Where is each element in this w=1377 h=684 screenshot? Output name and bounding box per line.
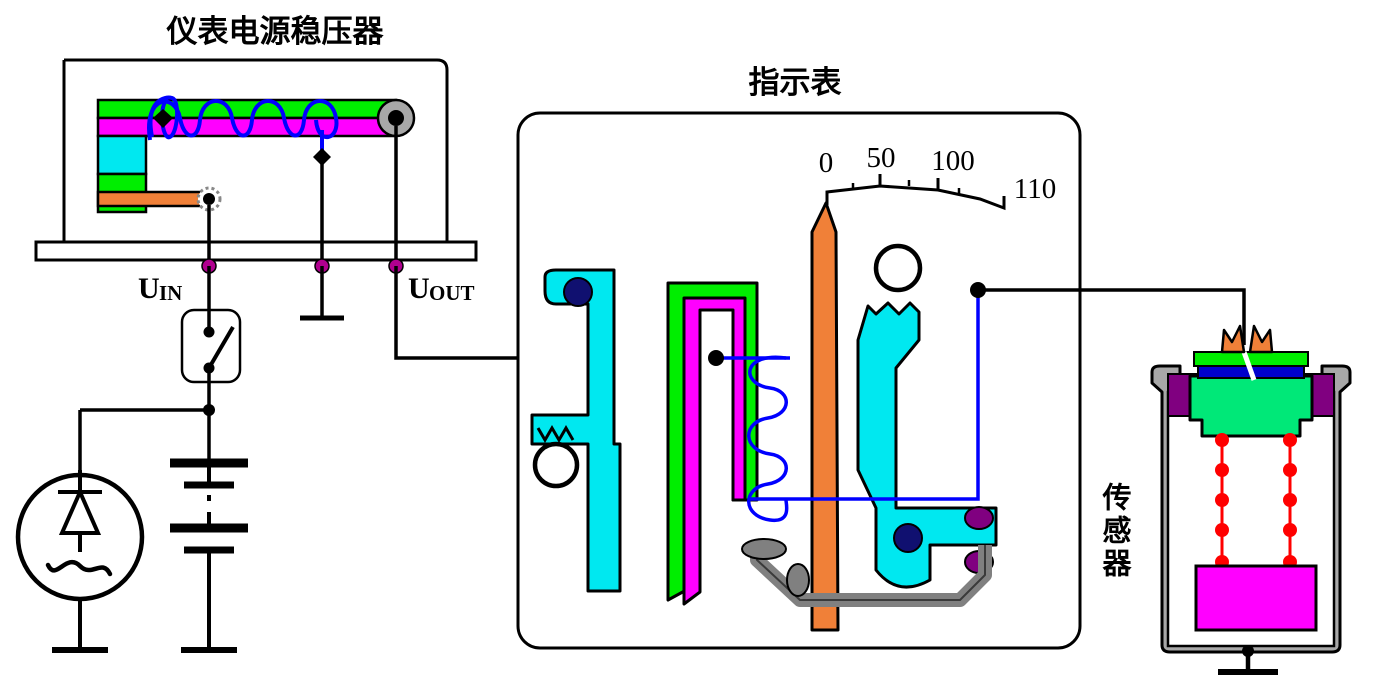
sensor-diaphragm-gap <box>1241 351 1257 381</box>
gauge-rail-stud <box>786 563 810 597</box>
regulator-contact-diamond <box>153 109 173 128</box>
uout-label-sub: OUT <box>429 281 475 305</box>
gauge-heating-coil <box>747 355 789 522</box>
regulator-base-plate <box>34 240 478 262</box>
scale-tick-0: 0 <box>819 147 834 179</box>
uout-label: U OUT <box>408 272 475 305</box>
switch-blade[interactable] <box>207 325 235 370</box>
center-lead-diamond <box>313 148 331 166</box>
uin-label-main: U <box>138 272 160 305</box>
switch-body[interactable] <box>180 308 242 384</box>
wire-gauge-to-sensor <box>978 288 1246 345</box>
bimetal-green-layer <box>96 98 398 120</box>
uin-label: U IN <box>138 272 182 305</box>
uin-label-sub: IN <box>159 281 182 305</box>
scale-tick-50: 50 <box>867 142 896 174</box>
gauge-bimetal-magenta <box>682 296 747 606</box>
sensor-contact-left <box>1220 324 1246 354</box>
gauge-right-spring-loop <box>873 243 923 293</box>
battery-symbol <box>170 458 248 554</box>
gauge-rail-pad <box>741 538 787 560</box>
gauge-title: 指示表 <box>749 65 842 101</box>
scale-tick-100: 100 <box>931 145 975 177</box>
gauge-left-lever <box>530 268 622 593</box>
generator-ac-waveform <box>45 559 113 577</box>
uout-label-main: U <box>408 272 430 305</box>
regulator-right-pivot-center <box>388 110 404 126</box>
gauge-bushing-top <box>964 506 994 530</box>
gauge-left-spring-teeth <box>536 425 575 443</box>
sensor-magenta-block <box>1194 564 1318 632</box>
gauge-right-arm <box>856 301 998 589</box>
sensor-contact-right <box>1248 324 1274 354</box>
regulator-title: 仪表电源稳压器 <box>166 14 385 50</box>
gauge-scale <box>825 174 1006 211</box>
gauge-right-pivot <box>893 523 923 553</box>
switch-contact-top <box>203 326 215 338</box>
regulator-orange-arm <box>96 190 210 208</box>
sensor-title: 传感器 <box>1098 482 1133 581</box>
gauge-left-spring-loop <box>532 441 580 489</box>
gauge-left-pivot <box>563 277 593 307</box>
regulator-left-terminal <box>203 193 215 205</box>
gauge-coil-junction <box>708 350 724 366</box>
gauge-blue-return-wire <box>748 290 980 501</box>
regulator-housing <box>62 58 449 248</box>
regulator-cyan-block <box>96 134 148 176</box>
sensor-green-block <box>1188 374 1314 438</box>
scale-tick-110: 110 <box>1014 173 1056 205</box>
coil-turns <box>147 99 339 141</box>
sensor-top-plate <box>1193 351 1309 367</box>
gauge-needle <box>810 201 840 632</box>
